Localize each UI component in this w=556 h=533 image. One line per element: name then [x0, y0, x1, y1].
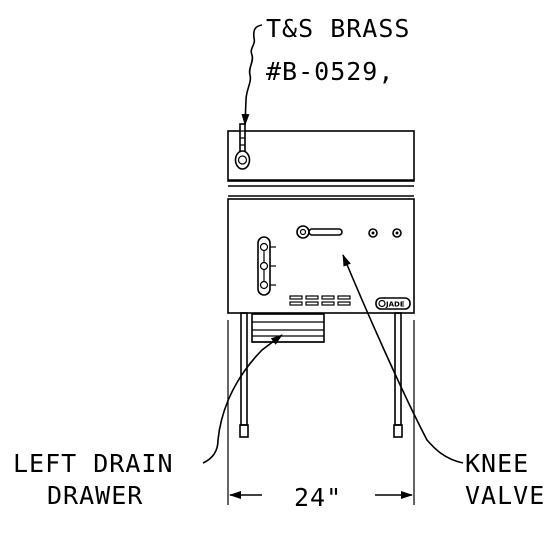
faucet [234, 123, 251, 170]
valve-label-line1: KNEE [465, 449, 529, 478]
logo-text: JADE [385, 301, 405, 309]
drawer-label-line1: LEFT DRAIN [13, 449, 174, 478]
drain-drawer [251, 313, 325, 343]
jade-logo: JADE [375, 297, 411, 310]
drawer-leader [202, 334, 283, 464]
drain-controls [257, 236, 276, 296]
cabinet-backsplash [227, 130, 415, 197]
faucet-leader [241, 24, 263, 126]
valve-label-line2: VALVE [465, 481, 545, 510]
dimension-label: 24" [294, 483, 342, 512]
faucet-label-line2: #B-0529, [266, 57, 394, 86]
dimension-extension-lines [227, 320, 415, 505]
knee-valve-handle [296, 225, 343, 239]
cabinet-body [227, 198, 415, 314]
drawer-label-line2: DRAWER [47, 481, 143, 510]
valve-leader [342, 254, 464, 464]
vent-slots [289, 295, 351, 306]
legs [239, 312, 403, 438]
faucet-label-line1: T&S BRASS [266, 14, 410, 43]
control-knobs [368, 228, 402, 238]
